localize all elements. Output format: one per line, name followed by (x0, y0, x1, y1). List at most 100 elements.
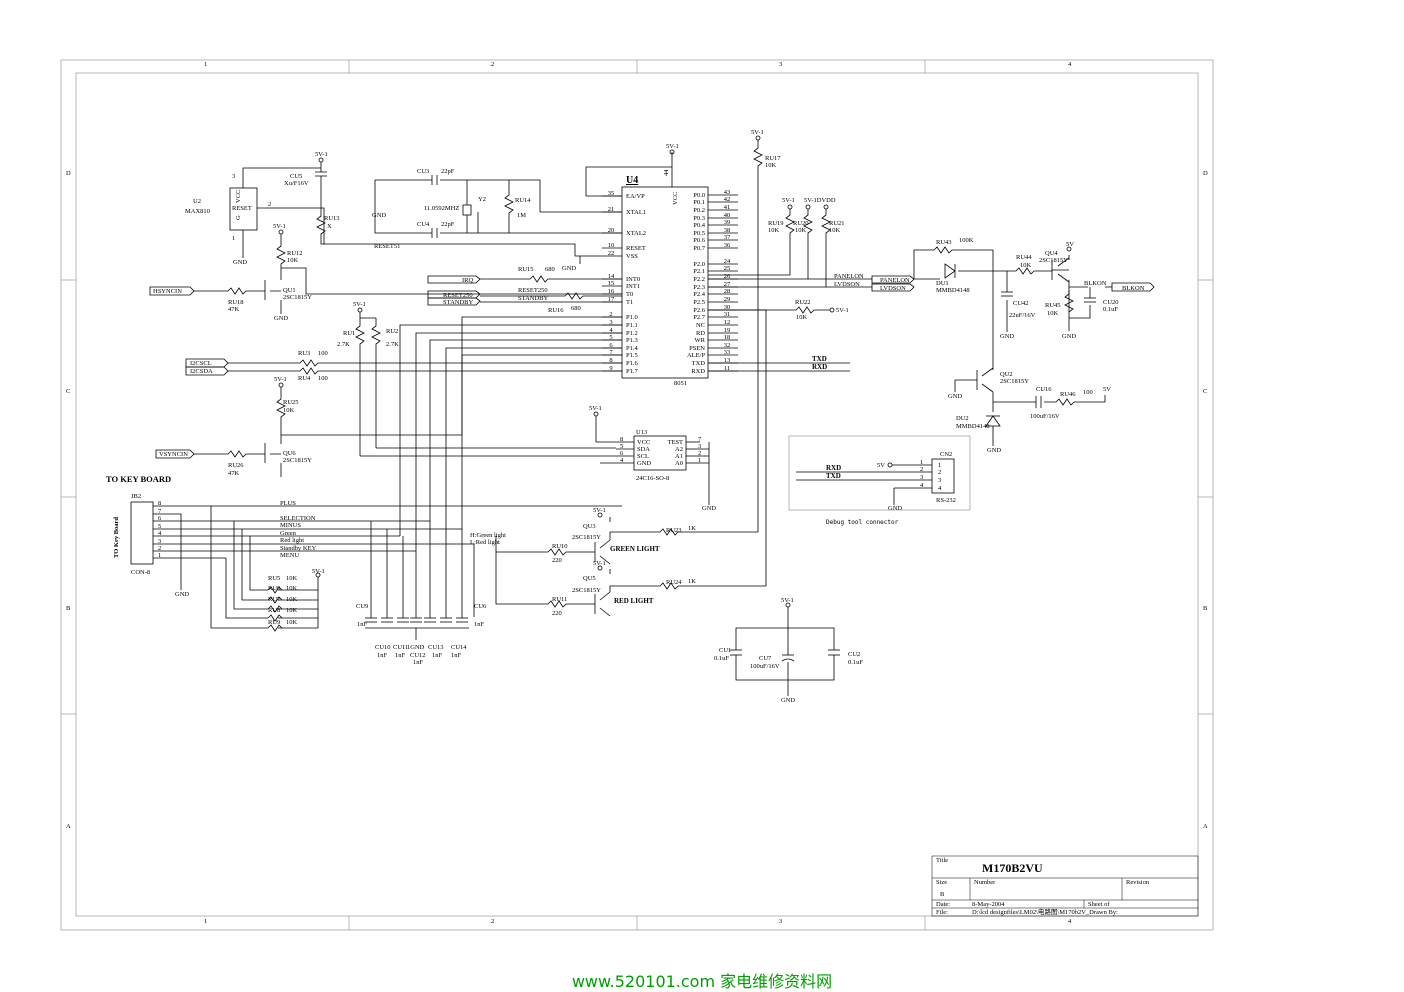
u13-left-pin-num: 4 (620, 457, 624, 464)
y2-value: 11.0592MHZ (424, 205, 459, 212)
u4-right-pin-num: 43 (724, 189, 731, 196)
col-label-top-1: 1 (204, 61, 207, 68)
ru15-value: 680 (545, 266, 555, 273)
ru3-ref: RU3 (298, 350, 310, 357)
u4-right-pin-name: P2.6 (693, 307, 705, 314)
ru16-wiring (480, 292, 622, 303)
u4-right-pin-num: 39 (724, 219, 731, 226)
qu1-value: 2SC1815Y (283, 294, 312, 301)
qu1-gnd: GND (274, 315, 288, 322)
cu12-gnd: 1GND (407, 644, 425, 651)
u13-right-pin-name: A1 (675, 453, 683, 460)
file-label: File: (936, 909, 948, 916)
u2-pin2: 2 (268, 201, 271, 208)
outer-frame (60, 59, 1214, 931)
cu1-value: 0.1uF (714, 655, 729, 662)
u4-left-pin-num: 17 (608, 296, 615, 303)
u4-vcc-label: VCC (672, 192, 679, 205)
ru8-ref: RU8 (268, 607, 280, 614)
panelon-port-label: PANELON (880, 277, 910, 284)
ru1-ru2-power-terminal (357, 307, 363, 313)
ru45-symbol (1064, 290, 1074, 313)
u4-right-pin-num: 41 (724, 204, 731, 211)
jb2-pin-num: 6 (158, 515, 162, 522)
u4-left-pin-name: XTAL2 (626, 230, 646, 237)
u4-left-pin-num: 16 (608, 288, 615, 295)
u4-right-pin-name: P0.4 (693, 222, 705, 229)
u4-left-pin-name: P1.3 (626, 337, 638, 344)
u2-ref: U2 (193, 198, 201, 205)
green-light-label: GREEN LIGHT (610, 545, 660, 553)
ru26-ref: RU26 (228, 462, 244, 469)
ru45-value: 10K (1047, 310, 1059, 317)
date-label: Date: (936, 901, 950, 908)
u13-left-pin-num: 8 (620, 436, 623, 443)
cu5-ref: CU5 (290, 173, 302, 180)
filter-cap-plates (365, 617, 468, 623)
jb2-pin-num: 2 (158, 545, 161, 552)
u4-right-pin-num: 31 (724, 311, 731, 318)
ru45-gnd: GND (1062, 333, 1076, 340)
u13-right-pin-name: A2 (675, 446, 683, 453)
i2csda-label: I2CSDA (190, 368, 213, 375)
u4-left-pin-num: 14 (608, 273, 615, 280)
u4-body (621, 186, 709, 379)
cu6-value: 1nF (474, 621, 485, 628)
y2-symbol (462, 204, 472, 216)
decoupling-power: 5V-1 (781, 597, 794, 604)
ru3-ru4-wiring (228, 359, 622, 375)
debug-box (788, 435, 971, 511)
i2csda-port (185, 366, 229, 376)
cu20-ref: CU20 (1103, 299, 1119, 306)
cu5-power: 5V-1 (315, 151, 328, 158)
row-label-left-A: A (66, 823, 71, 830)
ru8-value: 10K (286, 607, 298, 614)
u2-g-label: G (235, 215, 242, 220)
ru26-value: 47K (228, 470, 240, 477)
u4-right-pin-num: 33 (724, 349, 731, 356)
ru43-value: 100K (959, 237, 974, 244)
du1-value: MMBD4148 (936, 287, 970, 294)
u4-right-pin-num: 40 (724, 212, 731, 219)
u4-left-pin-num: 35 (608, 190, 615, 197)
u4-right-pin-name: P0.2 (693, 207, 705, 214)
ru43-ref: RU43 (936, 239, 952, 246)
du1-ref: DU1 (936, 280, 949, 287)
cu3-ref: CU3 (417, 168, 429, 175)
u4-right-pin-name: P0.1 (693, 199, 705, 206)
ru21-value: 10K (829, 227, 841, 234)
reset250-in-label: RESET250 (443, 292, 473, 299)
u4-right-pin-name: P2.0 (693, 261, 705, 268)
ru11-value: 220 (552, 610, 562, 617)
jb2-pin-num: 7 (158, 508, 162, 515)
irq-port (427, 275, 481, 284)
ru18-ref: RU18 (228, 299, 244, 306)
keyboard-res-symbols (267, 586, 283, 632)
ru1-value: 2.7K (337, 341, 350, 348)
ru15-wiring (480, 275, 622, 283)
debug-caption: Debug tool connector (826, 519, 899, 526)
u13-right-pin-num: 1 (698, 457, 701, 464)
ru17-value: 10K (765, 162, 777, 169)
blkon-port (1111, 282, 1155, 292)
ru25-value: 10K (283, 407, 295, 414)
ru21-ref: RU21 (829, 220, 845, 227)
row-label-right-A: A (1203, 823, 1208, 830)
ru10-value: 220 (552, 557, 562, 564)
u13-right-pin-name: TEST (667, 439, 683, 446)
cn2-ref: CN2 (940, 451, 952, 458)
lvdson-port (871, 283, 915, 292)
ru9-value: 10K (286, 619, 298, 626)
ru20-ref: RU20 (793, 220, 809, 227)
u4-left-pin-name: T1 (626, 299, 633, 306)
u4-left-pin-name: P1.2 (626, 330, 638, 337)
ru14-symbol (504, 180, 514, 233)
u2-vcc-label: VCC (235, 190, 242, 203)
qu4-ref: QU4 (1045, 250, 1058, 257)
ru6-ref: RU6 (268, 585, 281, 592)
u4-left-pin-name: EA/VP (626, 193, 645, 200)
number-label: Number (974, 879, 996, 886)
